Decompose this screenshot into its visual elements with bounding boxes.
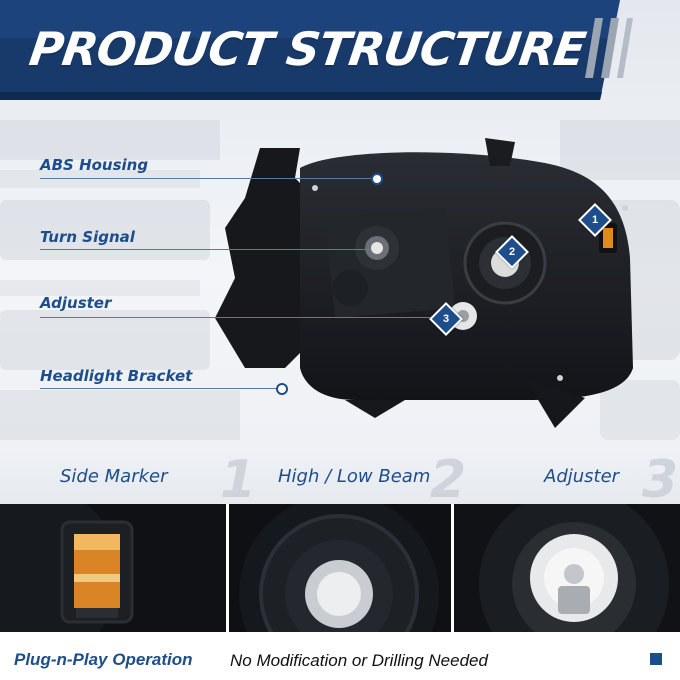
detail-label-adjuster: Adjuster — [544, 466, 620, 487]
callout-line — [40, 249, 370, 250]
footer-square-icon — [650, 653, 662, 665]
callout-dot — [371, 173, 383, 185]
detail-photo-side-marker — [0, 504, 226, 632]
detail-number-2: 2 — [430, 450, 467, 510]
detail-photo-adjuster — [454, 504, 680, 632]
page-title: PRODUCT STRUCTURE — [26, 22, 589, 76]
callout-headlight-bracket: Headlight Bracket — [40, 367, 193, 385]
headlight-assembly-image — [215, 138, 633, 428]
detail-label-beam: High / Low Beam — [278, 466, 431, 487]
callout-turn-signal: Turn Signal — [40, 228, 135, 246]
footer-description: No Modification or Drilling Needed — [230, 651, 488, 670]
detail-number-1: 1 — [220, 450, 257, 510]
panel-divider — [226, 504, 229, 632]
callout-adjuster: Adjuster — [40, 294, 112, 312]
callout-line — [40, 178, 378, 179]
detail-label-side-marker: Side Marker — [60, 466, 168, 487]
detail-number-3: 3 — [642, 450, 679, 510]
detail-photo-high-low-beam — [229, 504, 451, 632]
callout-line — [40, 317, 430, 318]
decorative-stripes — [585, 18, 633, 78]
header-banner — [0, 0, 620, 100]
panel-divider — [451, 504, 454, 632]
footer-bar — [0, 632, 680, 680]
callout-abs-housing: ABS Housing — [40, 156, 149, 174]
callout-line — [40, 388, 280, 389]
detail-header-strip — [0, 452, 680, 504]
callout-dot — [276, 383, 288, 395]
footer-feature: Plug-n-Play Operation — [14, 650, 193, 669]
